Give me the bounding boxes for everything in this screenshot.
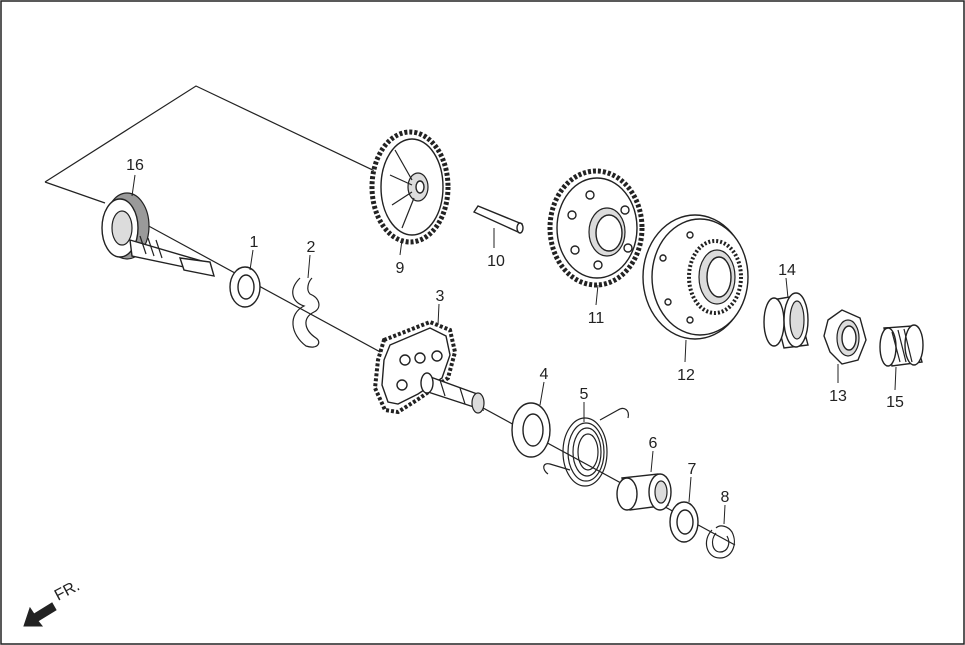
part-4-washer: [511, 402, 551, 458]
part-5-spring: [543, 407, 629, 487]
part-11-ratchet-gear: [547, 168, 645, 288]
assembly-bracket: [44, 85, 401, 184]
part-3-kick-gear: [372, 319, 485, 415]
part-label-2: 2: [307, 239, 316, 256]
part-label-14: 14: [778, 262, 796, 279]
part-6-collar: [616, 473, 672, 511]
part-9-bevel-gear: [369, 129, 451, 245]
part-label-6: 6: [649, 435, 658, 452]
leader-lines: [131, 174, 897, 525]
part-14-bushing: [763, 292, 809, 349]
part-label-12: 12: [677, 367, 695, 384]
part-10-pin: [472, 205, 524, 234]
part-label-10: 10: [487, 253, 505, 270]
part-label-11: 11: [588, 310, 605, 327]
part-2-clip: [292, 277, 320, 348]
part-15-needle-bearing: [879, 324, 924, 367]
part-8-circlip: [705, 525, 735, 559]
part-label-9: 9: [396, 260, 405, 277]
part-label-16: 16: [126, 157, 144, 174]
part-label-3: 3: [436, 288, 445, 305]
bracket-foot: [44, 181, 106, 204]
part-label-4: 4: [540, 366, 549, 383]
part-label-13: 13: [829, 388, 847, 405]
part-1-washer: [229, 266, 261, 308]
part-label-5: 5: [580, 386, 589, 403]
part-label-15: 15: [886, 394, 904, 411]
part-12-clutch-housing: [642, 214, 749, 340]
part-label-8: 8: [721, 489, 730, 506]
front-direction-indicator: FR.: [23, 577, 83, 627]
part-16-shaft: [101, 192, 215, 277]
part-7-washer: [669, 501, 699, 543]
front-arrow-icon: [23, 602, 57, 627]
part-label-1: 1: [250, 234, 259, 251]
front-label: FR.: [52, 577, 83, 604]
part-13-nut: [823, 309, 867, 365]
part-labels: 16 1 2 3 4 5 6 7 8 9 10 11 12 13 14 15: [126, 157, 904, 506]
part-label-7: 7: [688, 461, 697, 478]
